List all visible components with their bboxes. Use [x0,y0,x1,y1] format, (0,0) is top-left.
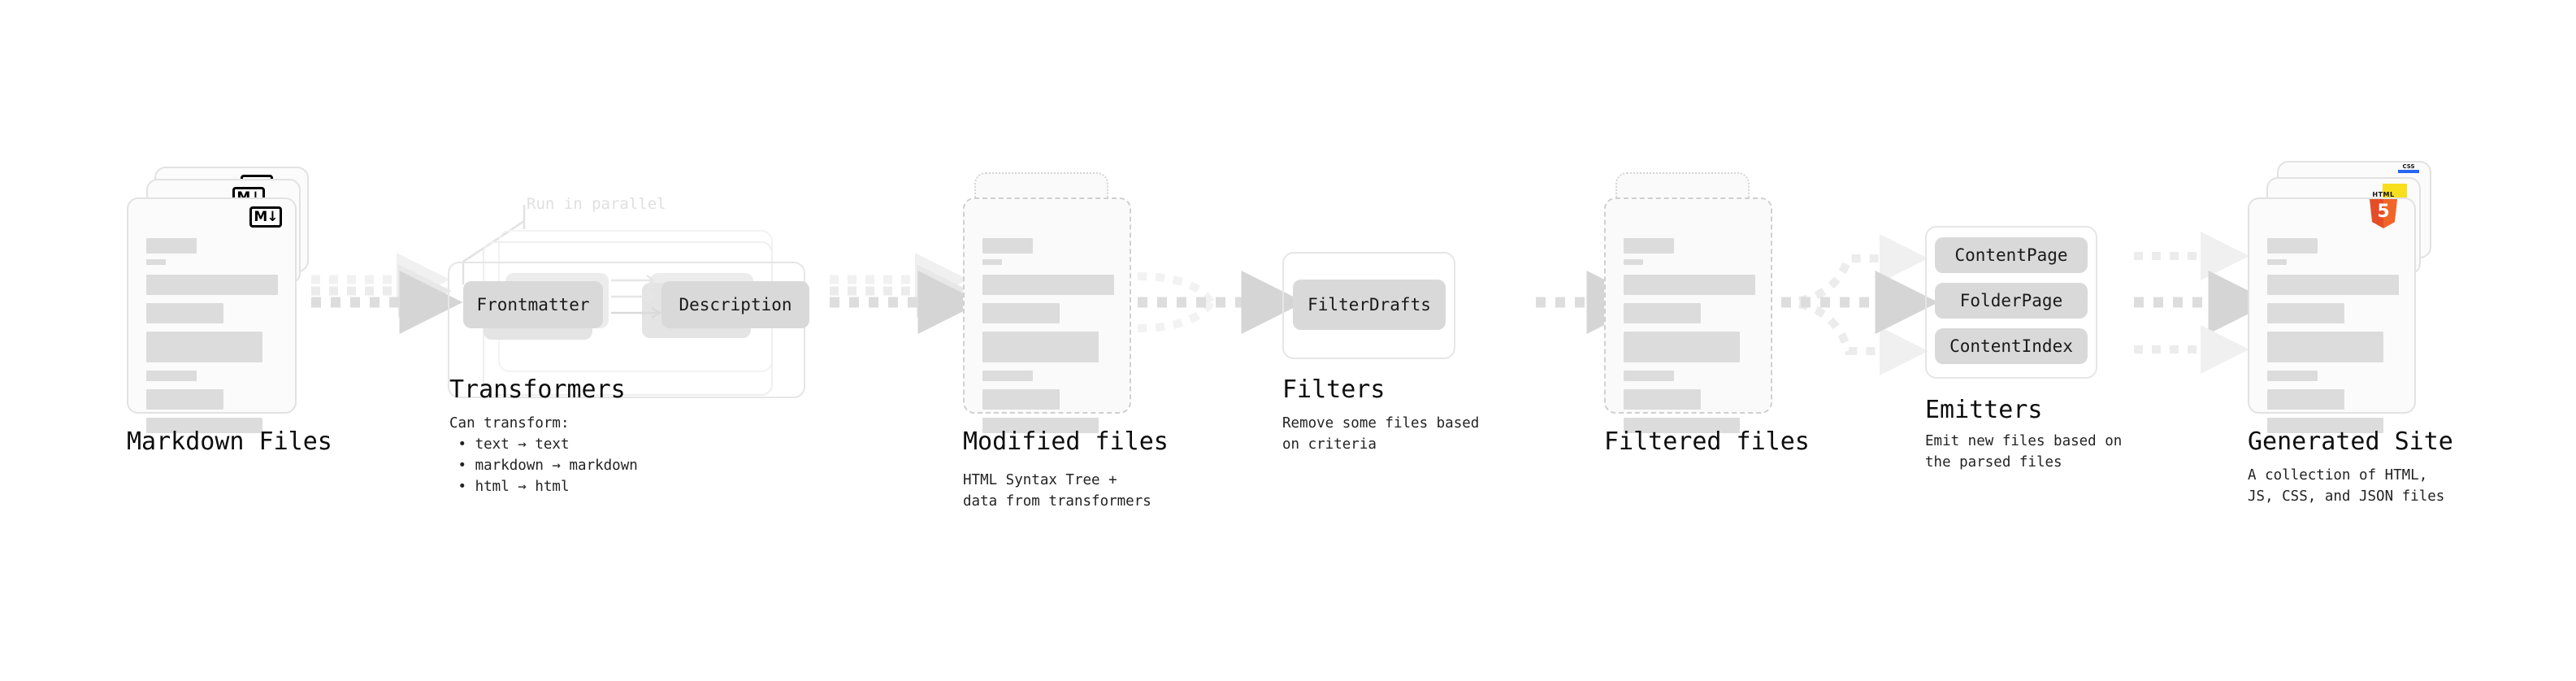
modified-file-content [982,238,1114,433]
skeleton-bar [1624,259,1643,265]
filter-chip-filterdrafts[interactable]: FilterDrafts [1293,280,1446,330]
skeleton-bar [146,389,223,410]
arrow-transformers-to-modified [830,253,982,334]
skeleton-bar [2267,275,2399,295]
skeleton-bar [982,275,1114,295]
filters-group-box[interactable] [1282,252,1455,359]
js-icon [2383,184,2407,200]
skeleton-bar [1624,389,1701,410]
markdown-file-content [146,238,278,433]
css-icon-label: CSS [2402,163,2415,170]
skeleton-bar [982,238,1033,254]
stage-title-modified-files: Modified files [963,427,1169,456]
stage-subtitle-generated-site: A collection of HTML, JS, CSS, and JSON … [2248,467,2445,505]
emitter-chip-folderpage[interactable]: FolderPage [1935,283,2088,319]
skeleton-bar [982,371,1033,381]
skeleton-bar [2267,371,2318,381]
stage-subtitle-modified-files: HTML Syntax Tree + data from transformer… [963,472,1151,510]
skeleton-bar [146,371,197,381]
parallel-note-label: Run in parallel [527,195,666,213]
stage-subtitle-filters: Remove some files based on criteria [1282,415,1480,453]
stage-title-filtered-files: Filtered files [1604,427,1810,456]
html5-icon-word: HTML [2372,191,2395,198]
html5-icon: HTML 5 [2367,191,2400,228]
site-file-content [2267,238,2399,433]
markdown-badge-front: M↓ [249,206,282,228]
arrow-emitters-to-site [2134,232,2272,374]
arrow-filtered-to-emitters [1780,234,1939,375]
css-icon-bar [2398,170,2419,173]
filtered-file-content [1624,238,1755,433]
skeleton-bar [1624,418,1740,433]
stage-title-emitters: Emitters [1925,396,2043,424]
skeleton-bar [146,238,197,254]
markdown-file-card-front[interactable] [127,197,297,433]
skeleton-bar [1624,238,1674,254]
filtered-file-card-front[interactable] [1604,197,1772,433]
skeleton-bar [982,332,1099,362]
skeleton-bar [982,418,1099,433]
stage-subtitle-transformers: Can transform: • text → text • markdown … [449,415,638,495]
transformer-internal-arrows [611,275,662,319]
emitters-group-box[interactable] [1925,226,2097,379]
transformer-chip-frontmatter[interactable]: Frontmatter [463,281,603,328]
skeleton-bar [2267,303,2344,323]
stage-title-markdown-files: Markdown Files [127,427,332,456]
arrow-modified-to-filters [1137,271,1305,334]
stage-title-transformers: Transformers [449,375,626,404]
skeleton-bar [982,259,1002,265]
skeleton-bar [146,275,278,295]
css-icon: CSS [2397,163,2420,175]
transformer-chip-description[interactable]: Description [661,281,809,328]
transformer-group-front[interactable] [448,262,805,398]
skeleton-bar [1624,275,1755,295]
skeleton-bar [982,389,1060,410]
html5-icon-digit: 5 [2377,201,2390,222]
skeleton-bar [146,259,166,265]
skeleton-bar [146,418,262,433]
stage-title-filters: Filters [1282,375,1386,404]
skeleton-bar [1624,332,1740,362]
skeleton-bar [146,303,223,323]
site-file-card-html[interactable] [2248,197,2416,433]
emitter-chip-contentindex[interactable]: ContentIndex [1935,328,2088,364]
stage-title-generated-site: Generated Site [2248,427,2453,456]
skeleton-bar [982,303,1060,323]
arrow-markdown-to-transformers [311,253,463,334]
skeleton-bar [2267,238,2318,254]
skeleton-bar [1624,371,1674,381]
stage-subtitle-emitters: Emit new files based on the parsed files [1925,433,2123,471]
skeleton-bar [1624,303,1701,323]
skeleton-bar [2267,259,2287,265]
modified-file-card-front[interactable] [963,197,1131,433]
emitter-chip-contentpage[interactable]: ContentPage [1935,237,2088,273]
skeleton-bar [146,332,262,362]
skeleton-bar [2267,332,2383,362]
html5-icon-shield: 5 [2370,199,2397,228]
skeleton-bar [2267,389,2344,410]
skeleton-bar [2267,418,2383,433]
